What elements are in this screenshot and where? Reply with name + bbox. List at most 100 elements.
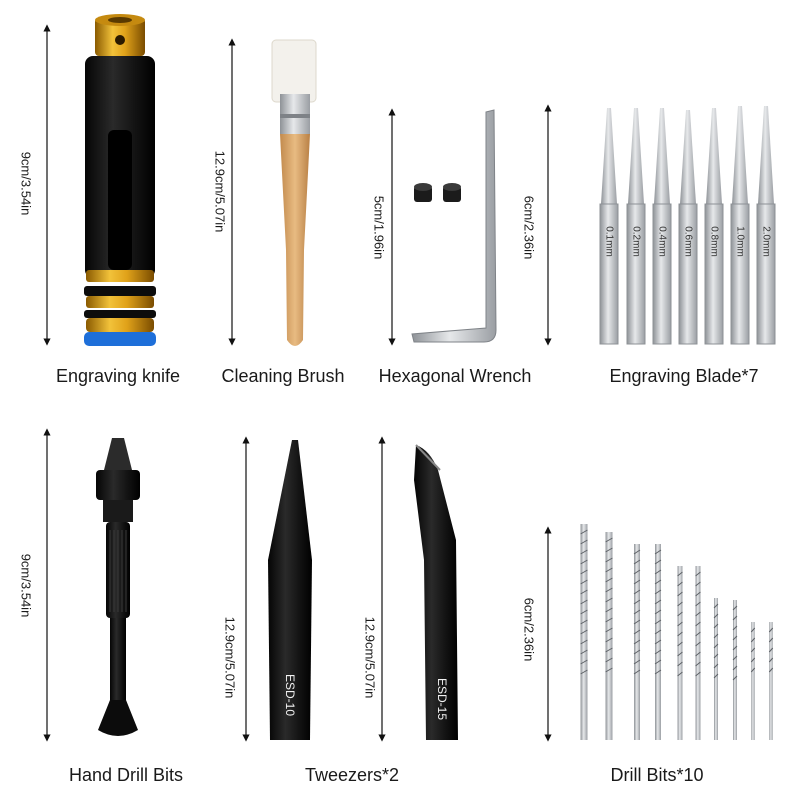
drill-bit-flute: [695, 671, 701, 677]
drill-bits-image: [580, 524, 774, 740]
drill-bit-flute: [605, 657, 613, 663]
caption-engraving-blade: Engraving Blade*7: [609, 366, 759, 386]
cleaning-brush-image: [271, 39, 317, 346]
drill-bit-flute: [633, 609, 641, 615]
blade-body: [652, 203, 672, 345]
engraving-knife-image: [84, 14, 156, 346]
blade-body: [704, 203, 724, 345]
drill-bit-flute: [732, 655, 738, 661]
tweezer-label-esd15: ESD-15: [435, 677, 449, 721]
tweezer-label-esd10: ESD-10: [283, 673, 297, 717]
drill-bit-flute: [750, 647, 756, 653]
drill-bit-flute: [695, 651, 701, 657]
caption-tweezers: Tweezers*2: [304, 765, 400, 785]
drill-bit-flute: [605, 587, 613, 593]
drill-bit-flute: [695, 641, 701, 647]
drill-bit: [733, 600, 737, 740]
blade-size-label: 0.6mm: [682, 226, 694, 257]
drill-bit-flute: [677, 611, 683, 617]
drill-bit-flute: [713, 603, 719, 609]
dim-label-screws: 5cm/1.96in: [371, 195, 387, 260]
dim-label-tweezer-2: 12.9cm/5.07in: [362, 616, 378, 699]
drill-bit-flute: [677, 661, 683, 667]
drill-bit: [677, 566, 683, 740]
drill-bit-flute: [633, 579, 641, 585]
drill-bit-flute: [580, 529, 588, 535]
blade-size-label: 0.4mm: [656, 226, 668, 257]
drill-bit-flute: [633, 639, 641, 645]
drill-bit-flute: [695, 571, 701, 577]
drill-bit-flute: [605, 617, 613, 623]
drill-bit-flute: [580, 599, 588, 605]
blade-tip: [758, 106, 774, 204]
caption-engraving-knife: Engraving knife: [55, 366, 181, 386]
blade-body: [730, 203, 750, 345]
tweezers-image: [268, 440, 458, 740]
dim-label-drill-bits: 6cm/2.36in: [521, 597, 537, 662]
drill-bit-flute: [605, 597, 613, 603]
drill-bit-flute: [654, 579, 662, 585]
drill-bit-flute: [633, 549, 641, 555]
caption-cleaning-brush: Cleaning Brush: [221, 366, 345, 386]
blade-tip: [680, 110, 696, 204]
drill-bit-flute: [677, 671, 683, 677]
dim-label-brush: 12.9cm/5.07in: [212, 150, 228, 233]
drill-bit-flute: [633, 669, 641, 675]
caption-drill-bits: Drill Bits*10: [610, 765, 704, 785]
drill-bit-flute: [750, 627, 756, 633]
blade-size-label: 0.8mm: [708, 226, 720, 257]
drill-bit-flute: [677, 631, 683, 637]
drill-bit: [769, 622, 773, 740]
drill-bit-flute: [654, 669, 662, 675]
drill-bit-flute: [605, 627, 613, 633]
drill-bit-flute: [633, 599, 641, 605]
drill-bit-flute: [654, 629, 662, 635]
drill-bit-flute: [654, 589, 662, 595]
drill-bit-flute: [580, 619, 588, 625]
blade-size-label: 0.2mm: [630, 226, 642, 257]
blade-tip: [706, 108, 722, 204]
drill-bit-flute: [633, 559, 641, 565]
drill-bit-flute: [750, 667, 756, 673]
drill-bit-flute: [654, 619, 662, 625]
drill-bit-flute: [605, 667, 613, 673]
drill-bit-flute: [654, 649, 662, 655]
blade-body: [626, 203, 646, 345]
blade-size-label: 0.1mm: [603, 226, 615, 257]
caption-hand-drill: Hand Drill Bits: [68, 765, 184, 785]
drill-bit-flute: [580, 589, 588, 595]
drill-bit-flute: [713, 673, 719, 679]
blade-size-label: 2.0mm: [760, 226, 772, 257]
drill-bit-flute: [713, 613, 719, 619]
drill-bit-flute: [654, 569, 662, 575]
drill-bit-flute: [580, 559, 588, 565]
drill-bit-flute: [605, 567, 613, 573]
drill-bit-flute: [732, 645, 738, 651]
drill-bit-flute: [713, 623, 719, 629]
drill-bit-flute: [732, 615, 738, 621]
drill-bit-flute: [580, 629, 588, 635]
dim-label-hand-drill: 9cm/3.54in: [18, 553, 34, 618]
drill-bit: [714, 598, 718, 740]
drill-bit-flute: [695, 581, 701, 587]
drill-bit-flute: [580, 649, 588, 655]
engraving-blades-image: [599, 106, 776, 345]
drill-bit-flute: [732, 635, 738, 641]
drill-bit-flute: [695, 601, 701, 607]
drill-bit-flute: [605, 577, 613, 583]
hex-wrench-image: [411, 109, 497, 343]
drill-bit-flute: [654, 559, 662, 565]
drill-bit-flute: [768, 667, 774, 673]
caption-hexagonal-wrench: Hexagonal Wrench: [378, 366, 532, 386]
drill-bit-flute: [654, 639, 662, 645]
dim-label-wrench: 6cm/2.36in: [521, 195, 537, 260]
drill-bit-flute: [580, 659, 588, 665]
drill-bit-flute: [633, 649, 641, 655]
blade-body: [678, 203, 698, 345]
drill-bit-flute: [677, 601, 683, 607]
drill-bit-flute: [768, 647, 774, 653]
blade-tip: [732, 106, 748, 204]
drill-bit-flute: [677, 581, 683, 587]
drill-bit-flute: [713, 633, 719, 639]
